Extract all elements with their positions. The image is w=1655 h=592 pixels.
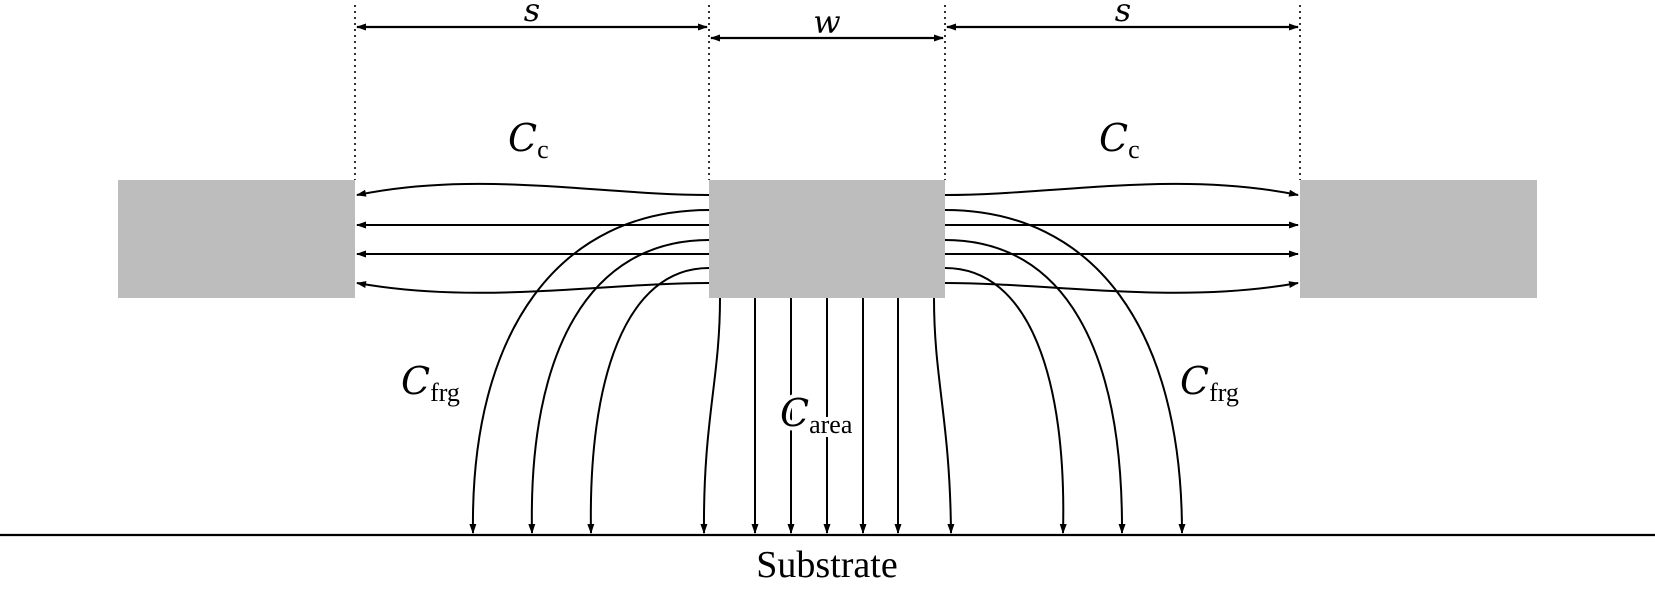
center-conductor: [709, 180, 945, 298]
area-field-lines: [700, 297, 955, 534]
fringe-field-lines-left: [469, 209, 710, 534]
spacing-label-left: s: [524, 0, 540, 29]
right-conductor: [1300, 180, 1537, 298]
coupling-capacitance-label-left: Cc: [508, 116, 549, 164]
coupling-field-lines-left: [356, 182, 710, 294]
fringe-capacitance-label-left: Cfrg: [401, 359, 460, 407]
coupling-field-lines-right: [944, 182, 1299, 294]
spacing-label-right: s: [1115, 0, 1131, 29]
dimension-arrows: [356, 23, 1299, 42]
dimension-guides: [354, 5, 1301, 180]
left-conductor: [118, 180, 355, 298]
fringe-capacitance-label-right: Cfrg: [1180, 359, 1239, 407]
coupling-capacitance-label-right: Cc: [1099, 116, 1140, 164]
width-label: w: [813, 3, 840, 41]
fringe-field-lines-right: [944, 209, 1186, 534]
substrate-label: Substrate: [756, 544, 897, 586]
area-capacitance-label: Carea: [780, 391, 853, 439]
